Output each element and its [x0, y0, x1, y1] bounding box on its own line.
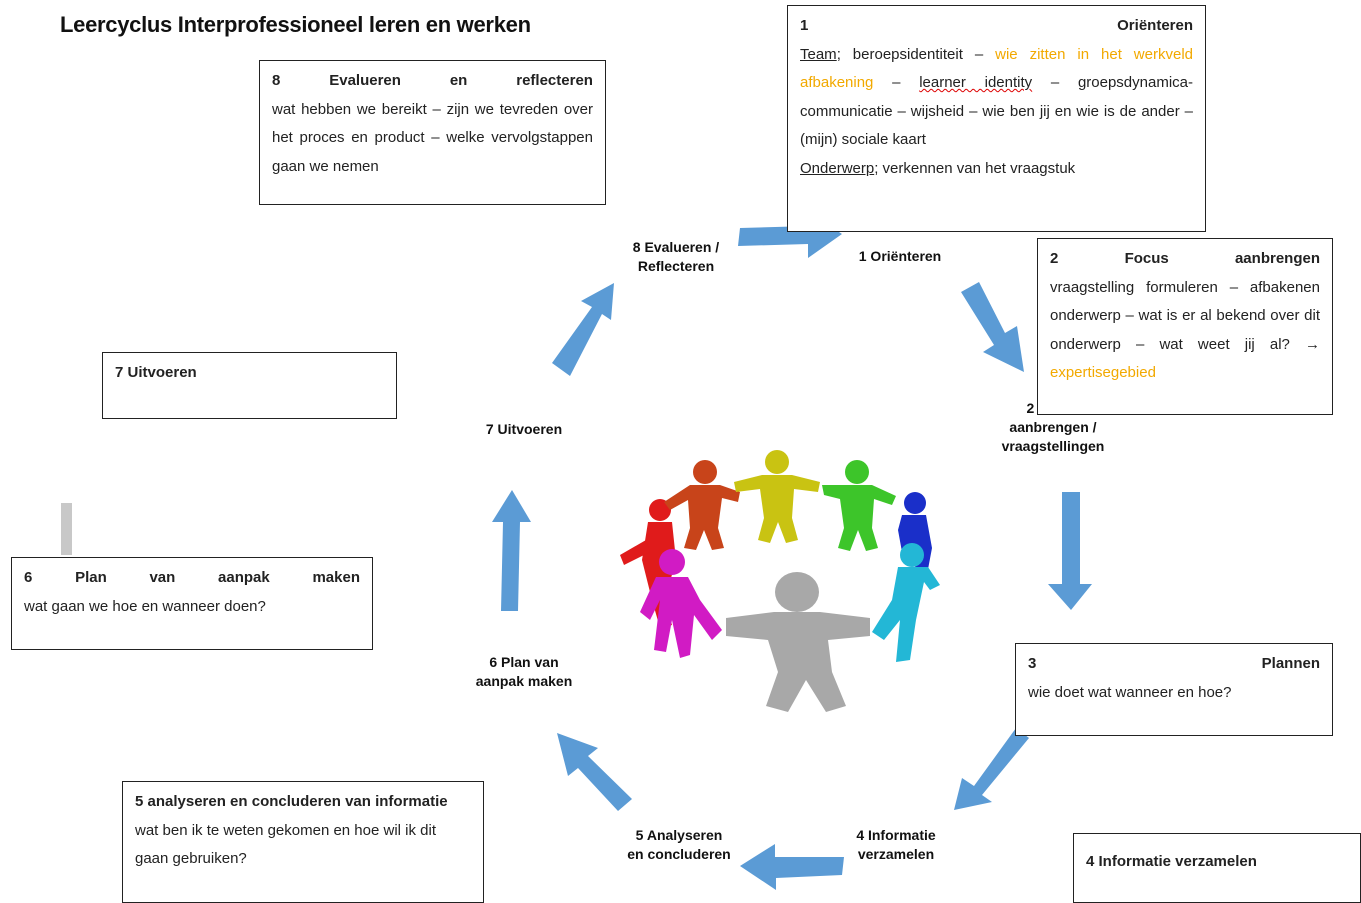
- box-1-text-part8: ; verkennen van het vraagstuk: [874, 159, 1076, 177]
- box-2-text-main: vraagstelling formuleren – afbakenen ond…: [1050, 278, 1320, 353]
- box-8-number: 8: [272, 72, 281, 89]
- cycle-label-1: 1 Oriënteren: [858, 248, 942, 264]
- box-7-heading: 7 Uitvoeren: [115, 364, 197, 381]
- box-5-heading: 5 analyseren en concluderen van informat…: [135, 793, 448, 810]
- box-6-heading-word3: aanpak: [218, 569, 270, 586]
- box-1-text-team: Team: [800, 45, 837, 63]
- box-6-heading: 6 Plan van aanpak maken: [24, 564, 360, 593]
- box-7-uitvoeren: 7 Uitvoeren: [102, 352, 397, 419]
- box-2-heading: 2 Focus aanbrengen: [1050, 245, 1320, 274]
- person-blue: [898, 492, 932, 580]
- box-1-text-line2: Onderwerp; verkennen van het vraagstuk: [800, 155, 1193, 184]
- box-2-number: 2: [1050, 250, 1059, 267]
- box-6-plan-van-aanpak: 6 Plan van aanpak maken wat gaan we hoe …: [11, 557, 373, 650]
- box-1-heading: 1 Oriënteren: [800, 12, 1193, 41]
- cycle-label-8: 8 Evalueren / Reflecteren: [616, 238, 736, 276]
- arrow-4-to-5: [740, 844, 844, 890]
- box-3-number: 3: [1028, 655, 1037, 672]
- arrow-5-to-6: [557, 733, 632, 811]
- cycle-label-8-line2: Reflecteren: [637, 258, 715, 274]
- cycle-label-5-line1: 5 Analyseren: [635, 827, 723, 843]
- box-1-number: 1: [800, 17, 809, 34]
- person-orange: [664, 460, 740, 550]
- box-1-text-highlight: wie zitten in het werkveld afbakening: [800, 45, 1193, 92]
- box-1-text-part2: ; beroepsidentiteit –: [836, 45, 996, 63]
- box-6-heading-word1: Plan: [75, 569, 107, 586]
- person-green: [822, 460, 896, 551]
- person-yellow: [734, 450, 820, 543]
- box-1-orienteren: 1 Oriënteren Team; beroepsidentiteit – w…: [787, 5, 1206, 232]
- arrow-6-to-7: [492, 490, 531, 611]
- box-1-text-onderwerp: Onderwerp: [800, 159, 875, 177]
- box-2-focus: 2 Focus aanbrengen vraagstelling formule…: [1037, 238, 1333, 415]
- box-6-number: 6: [24, 569, 33, 586]
- cycle-label-4-line1: 4 Informatie: [856, 827, 936, 843]
- cycle-label-6-line2: aanpak maken: [475, 673, 573, 689]
- box-8-heading-word3: reflecteren: [516, 72, 593, 89]
- cycle-label-2-line2: aanbrengen /: [1009, 419, 1097, 435]
- arrow-7-to-8: [552, 283, 614, 376]
- box-6-text: wat gaan we hoe en wanneer doen?: [24, 597, 266, 615]
- cycle-label-6: 6 Plan van aanpak maken: [464, 653, 584, 691]
- person-magenta: [640, 549, 722, 658]
- grey-bar-decoration: [61, 503, 72, 555]
- box-2-text-highlight: expertisegebied: [1050, 364, 1156, 381]
- person-cyan: [872, 543, 940, 662]
- box-3-heading-text: Plannen: [1261, 655, 1320, 672]
- cycle-label-8-line1: 8 Evalueren /: [632, 239, 720, 255]
- person-grey: [726, 572, 870, 712]
- box-5-analyseren: 5 analyseren en concluderen van informat…: [122, 781, 484, 903]
- box-8-heading: 8 Evalueren en reflecteren: [272, 67, 593, 96]
- box-5-text: wat ben ik te weten gekomen en hoe wil i…: [135, 821, 437, 868]
- cycle-label-7: 7 Uitvoeren: [485, 421, 563, 437]
- cycle-label-5: 5 Analyseren en concluderen: [614, 826, 744, 864]
- box-1-text-learner-identity: learner identity: [919, 74, 1033, 91]
- box-2-heading-word1: Focus: [1124, 250, 1169, 267]
- cycle-label-4: 4 Informatie verzamelen: [836, 826, 956, 864]
- person-red: [620, 499, 676, 628]
- cycle-label-2-line3: vraagstellingen: [1001, 438, 1105, 454]
- cycle-label-5-line2: en concluderen: [627, 846, 731, 862]
- box-8-text: wat hebben we bereikt – zijn we tevreden…: [272, 100, 593, 175]
- arrow-2-to-3: [1048, 492, 1092, 610]
- cycle-label-4-line2: verzamelen: [857, 846, 935, 862]
- people-circle-illustration: [620, 450, 940, 712]
- box-4-informatie: 4 Informatie verzamelen: [1073, 833, 1361, 903]
- box-6-heading-word2: van: [149, 569, 176, 586]
- cycle-label-6-line1: 6 Plan van: [489, 654, 559, 670]
- box-8-heading-word2: en: [449, 72, 468, 89]
- box-2-heading-word2: aanbrengen: [1234, 250, 1320, 267]
- box-1-text-part4: –: [873, 74, 920, 91]
- box-4-heading: 4 Informatie verzamelen: [1086, 853, 1257, 870]
- box-6-heading-word4: maken: [312, 569, 360, 586]
- page-title: Leercyclus Interprofessioneel leren en w…: [60, 12, 531, 37]
- box-3-text: wie doet wat wanneer en hoe?: [1028, 683, 1232, 701]
- box-8-heading-word1: Evalueren: [329, 72, 401, 89]
- box-3-heading: 3 Plannen: [1028, 650, 1320, 679]
- box-2-text: vraagstelling formuleren – afbakenen ond…: [1050, 274, 1320, 388]
- box-1-text-part6: – groepsdynamica-communicatie – wijsheid…: [800, 74, 1194, 148]
- arrow-1-to-2: [961, 282, 1024, 372]
- arrow-3-to-4: [954, 728, 1029, 810]
- box-3-plannen: 3 Plannen wie doet wat wanneer en hoe?: [1015, 643, 1333, 736]
- box-1-heading-text: Oriënteren: [1117, 17, 1193, 34]
- box-8-evalueren: 8 Evalueren en reflecteren wat hebben we…: [259, 60, 606, 205]
- box-1-text: Team; beroepsidentiteit – wie zitten in …: [800, 41, 1193, 155]
